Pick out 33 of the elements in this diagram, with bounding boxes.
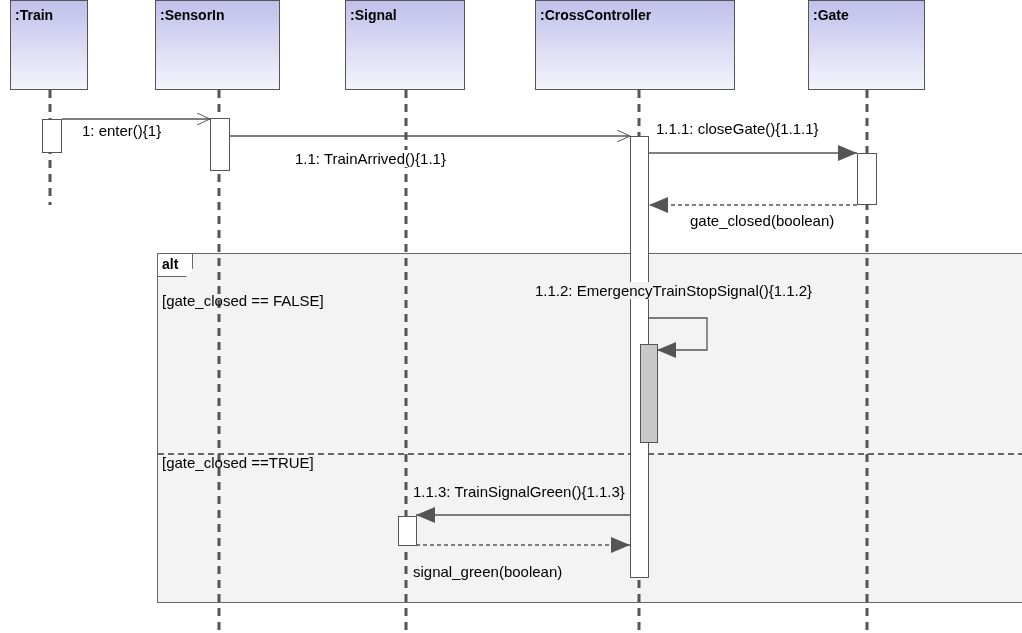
message-label: 1.1.1: closeGate(){1.1.1} (656, 120, 819, 137)
object-name: :Gate (813, 7, 849, 23)
activation-bar (398, 516, 417, 546)
lifeline-head (808, 0, 925, 90)
message-arrow (61, 112, 211, 126)
object-name: :Signal (350, 7, 397, 23)
object-name: :Train (15, 7, 54, 23)
lifeline-head (10, 0, 88, 90)
activation-bar (640, 344, 658, 443)
message-arrow (415, 537, 631, 553)
activation-bar (210, 118, 230, 171)
message-label: 1: enter(){1} (82, 122, 162, 139)
lifeline-head (155, 0, 280, 90)
lifeline-head (345, 0, 465, 90)
combined-fragment (157, 253, 1022, 603)
object-name: :SensorIn (160, 7, 225, 23)
guard-condition: [gate_closed == FALSE] (162, 292, 324, 309)
activation-bar (857, 153, 877, 205)
message-label: signal_green(boolean) (413, 563, 563, 580)
object-name: :CrossController (540, 7, 652, 23)
activation-bar (42, 119, 62, 153)
message-label: 1.1.2: EmergencyTrainStopSignal(){1.1.2} (535, 282, 813, 299)
message-arrow (415, 507, 631, 523)
lifeline-head (535, 0, 735, 90)
guard-condition: [gate_closed ==TRUE] (162, 454, 314, 471)
message-arrow (648, 145, 858, 161)
message-label: gate_closed(boolean) (690, 212, 835, 229)
message-label: 1.1.3: TrainSignalGreen(){1.1.3} (413, 483, 625, 500)
fragment-operator: alt (158, 254, 194, 277)
message-arrow (229, 129, 631, 143)
message-label: 1.1: TrainArrived(){1.1} (295, 150, 446, 167)
message-arrow (648, 197, 858, 213)
message-arrow (648, 317, 708, 358)
